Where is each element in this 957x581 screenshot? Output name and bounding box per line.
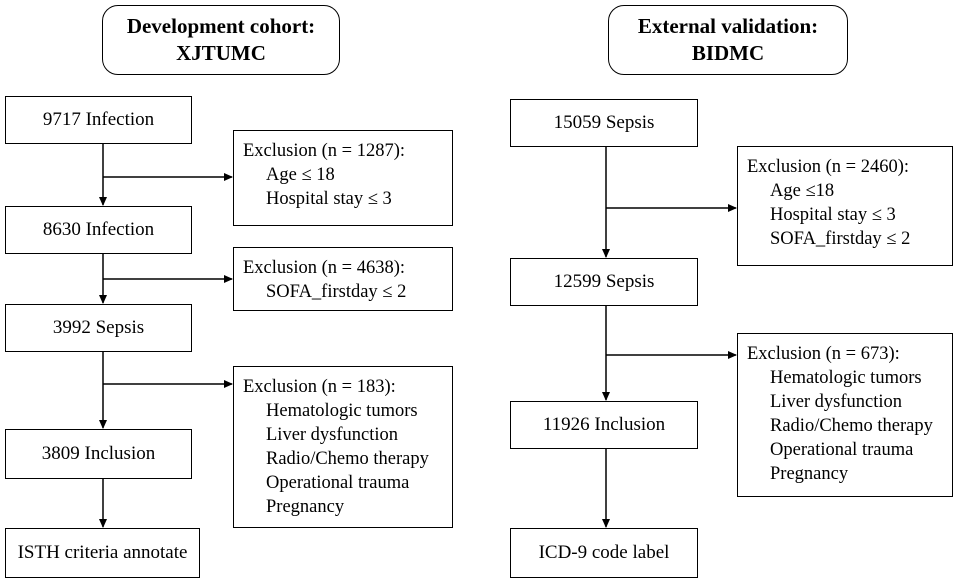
exclusion-title: Exclusion (n = 2460): bbox=[747, 157, 910, 177]
exclusion-item: Liver dysfunction bbox=[266, 425, 399, 445]
right-cohort-header: External validation: BIDMC bbox=[608, 5, 848, 75]
exclusion-item: Radio/Chemo therapy bbox=[770, 416, 933, 436]
exclusion-item: Pregnancy bbox=[770, 464, 849, 484]
exclusion-item: Age ≤ 18 bbox=[266, 165, 335, 185]
left-step-2: 8630 Infection bbox=[5, 206, 192, 254]
left-header-line1: Development cohort: bbox=[126, 14, 316, 38]
right-step-4: ICD-9 code label bbox=[510, 528, 698, 578]
left-step-3: 3992 Sepsis bbox=[5, 304, 192, 352]
exclusion-item: Pregnancy bbox=[266, 497, 345, 517]
right-header-line2: BIDMC bbox=[691, 41, 765, 65]
exclusion-title: Exclusion (n = 673): bbox=[747, 344, 900, 364]
exclusion-item: Radio/Chemo therapy bbox=[266, 449, 429, 469]
left-step-1: 9717 Infection bbox=[5, 96, 192, 144]
right-exclusion-2: Exclusion (n = 673): Hematologic tumors … bbox=[737, 333, 953, 497]
exclusion-item: Hematologic tumors bbox=[266, 401, 418, 421]
left-step-5: ISTH criteria annotate bbox=[5, 528, 200, 578]
right-exclusion-1: Exclusion (n = 2460): Age ≤18 Hospital s… bbox=[737, 146, 953, 266]
exclusion-item: Operational trauma bbox=[266, 473, 410, 493]
exclusion-item: SOFA_firstday ≤ 2 bbox=[770, 229, 911, 249]
exclusion-title: Exclusion (n = 183): bbox=[243, 377, 396, 397]
exclusion-title: Exclusion (n = 4638): bbox=[243, 258, 406, 278]
exclusion-item: Operational trauma bbox=[770, 440, 914, 460]
left-step-4: 3809 Inclusion bbox=[5, 429, 192, 479]
left-header-line2: XJTUMC bbox=[176, 41, 266, 65]
exclusion-item: Hematologic tumors bbox=[770, 368, 922, 388]
right-step-1: 15059 Sepsis bbox=[510, 99, 698, 147]
exclusion-item: SOFA_firstday ≤ 2 bbox=[266, 282, 407, 302]
exclusion-title: Exclusion (n = 1287): bbox=[243, 141, 406, 161]
right-step-2: 12599 Sepsis bbox=[510, 258, 698, 306]
left-exclusion-1: Exclusion (n = 1287): Age ≤ 18 Hospital … bbox=[233, 130, 453, 226]
right-header-line1: External validation: bbox=[637, 14, 819, 38]
exclusion-item: Liver dysfunction bbox=[770, 392, 903, 412]
exclusion-item: Hospital stay ≤ 3 bbox=[770, 205, 896, 225]
exclusion-item: Age ≤18 bbox=[770, 181, 835, 201]
exclusion-item: Hospital stay ≤ 3 bbox=[266, 189, 392, 209]
right-step-3: 11926 Inclusion bbox=[510, 401, 698, 449]
left-exclusion-3: Exclusion (n = 183): Hematologic tumors … bbox=[233, 366, 453, 528]
left-exclusion-2: Exclusion (n = 4638): SOFA_firstday ≤ 2 bbox=[233, 247, 453, 311]
left-cohort-header: Development cohort: XJTUMC bbox=[102, 5, 340, 75]
